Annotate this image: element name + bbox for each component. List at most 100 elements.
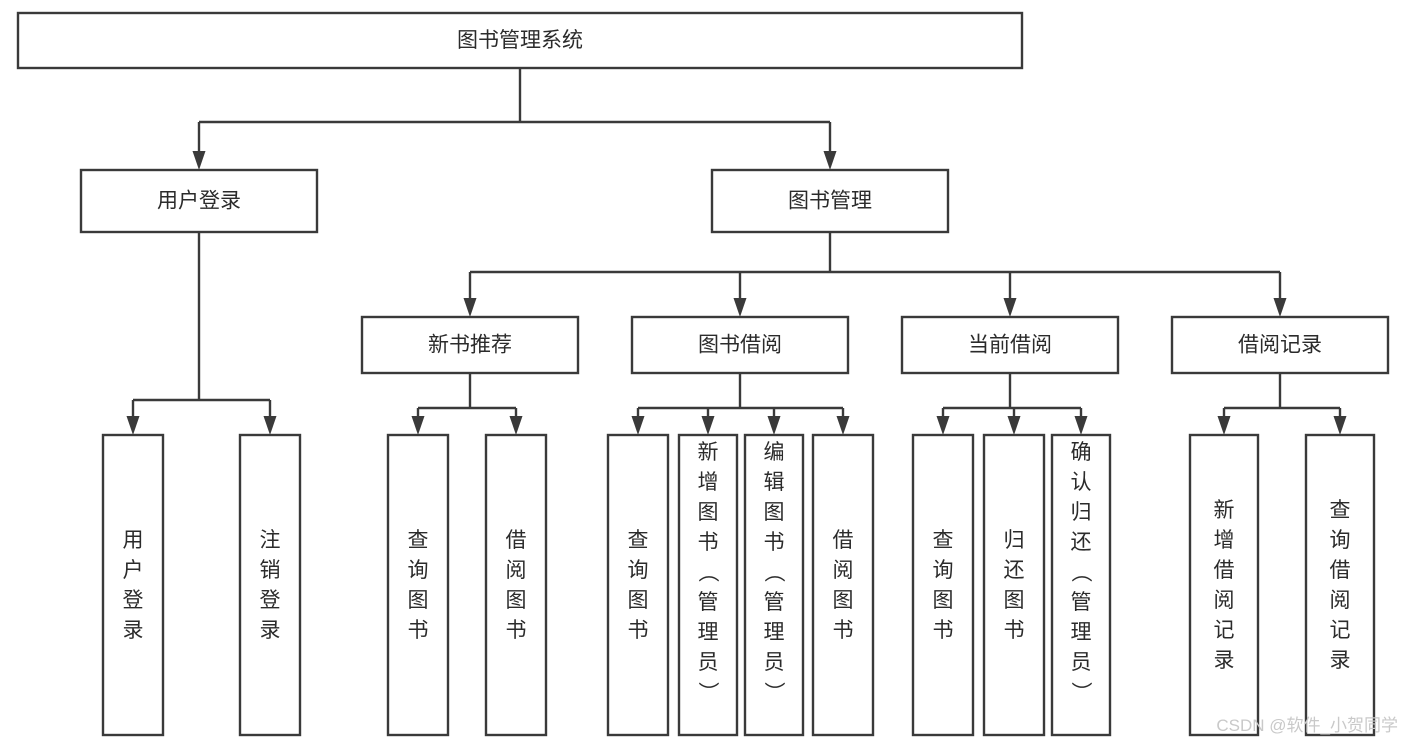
node-label-char: 书 bbox=[1004, 619, 1025, 642]
node-label-char: 增 bbox=[1214, 529, 1235, 552]
node-label-char: 询 bbox=[408, 559, 429, 582]
node-current-borrow[interactable]: 当前借阅 bbox=[900, 315, 1120, 375]
node-label-char: 书 bbox=[933, 619, 954, 642]
node-label-char: 员 bbox=[764, 651, 785, 674]
node-book-borrow[interactable]: 图书借阅 bbox=[630, 315, 850, 375]
node-label-char: 图 bbox=[1004, 589, 1025, 612]
node-label-char: 员 bbox=[1071, 651, 1092, 674]
node-label-char: 书 bbox=[628, 619, 649, 642]
node-label-char: 书 bbox=[506, 619, 527, 642]
node-box-leaf-add-book[interactable] bbox=[677, 433, 739, 737]
node-label-char: 书 bbox=[833, 619, 854, 642]
node-box-leaf-user-login[interactable] bbox=[101, 433, 165, 737]
node-box-leaf-return-book[interactable] bbox=[982, 433, 1046, 737]
node-label-char: 查 bbox=[933, 529, 954, 552]
node-label-char: 登 bbox=[123, 589, 144, 612]
node-borrow-record[interactable]: 借阅记录 bbox=[1170, 315, 1390, 375]
node-box-leaf-query-book-2[interactable] bbox=[606, 433, 670, 737]
node-label-char: 注 bbox=[260, 529, 281, 552]
node-box-leaf-query-book-3[interactable] bbox=[911, 433, 975, 737]
node-label-char: 户 bbox=[123, 559, 144, 582]
node-root[interactable]: 图书管理系统 bbox=[16, 11, 1024, 70]
node-label-char: 图 bbox=[408, 589, 429, 612]
node-box-leaf-logout-login[interactable] bbox=[238, 433, 302, 737]
node-label-char: 增 bbox=[698, 471, 719, 494]
node-label-char: 图 bbox=[506, 589, 527, 612]
node-label-char: 新 bbox=[1214, 499, 1235, 522]
node-box-leaf-query-borrow-record[interactable] bbox=[1304, 433, 1376, 737]
node-box-borrow-record[interactable] bbox=[1170, 315, 1390, 375]
node-label-book-borrow: 图书借阅 bbox=[698, 334, 782, 357]
node-label-char: ） bbox=[762, 682, 785, 703]
node-label-char: 理 bbox=[1071, 621, 1092, 644]
node-label-char: 记 bbox=[1214, 619, 1235, 642]
node-label-char: ） bbox=[696, 682, 719, 703]
node-book-management[interactable]: 图书管理 bbox=[710, 168, 950, 234]
node-box-book-management[interactable] bbox=[710, 168, 950, 234]
node-label-char: 记 bbox=[1330, 619, 1351, 642]
arrow-head-icon bbox=[192, 151, 206, 170]
node-box-user-login[interactable] bbox=[79, 168, 319, 234]
node-box-book-borrow[interactable] bbox=[630, 315, 850, 375]
node-label-char: 管 bbox=[698, 591, 719, 614]
node-box-current-borrow[interactable] bbox=[900, 315, 1120, 375]
node-label-borrow-record: 借阅记录 bbox=[1238, 334, 1322, 357]
node-label-char: 借 bbox=[833, 529, 854, 552]
node-leaf-user-login[interactable]: 用户登录 bbox=[101, 433, 165, 737]
node-box-leaf-confirm-return[interactable] bbox=[1050, 433, 1112, 737]
csdn-watermark: CSDN @软件_小贺同学 bbox=[1216, 716, 1398, 735]
node-new-book-recommend[interactable]: 新书推荐 bbox=[360, 315, 580, 375]
arrow-head-icon bbox=[1074, 416, 1088, 435]
node-label-char: 图 bbox=[833, 589, 854, 612]
node-label-char: 理 bbox=[764, 621, 785, 644]
node-box-leaf-query-book-1[interactable] bbox=[386, 433, 450, 737]
arrow-head-icon bbox=[631, 416, 645, 435]
node-box-leaf-borrow-book-1[interactable] bbox=[484, 433, 548, 737]
arrow-head-icon bbox=[463, 298, 477, 317]
node-box-leaf-add-borrow-record[interactable] bbox=[1188, 433, 1260, 737]
arrow-head-icon bbox=[263, 416, 277, 435]
node-label-char: 询 bbox=[933, 559, 954, 582]
node-box-root[interactable] bbox=[16, 11, 1024, 70]
node-label-char: 图 bbox=[764, 501, 785, 524]
node-label-char: 还 bbox=[1004, 559, 1025, 582]
watermark-layer: CSDN @软件_小贺同学 bbox=[1216, 716, 1398, 735]
node-label-char: 用 bbox=[123, 529, 144, 552]
node-label-char: 查 bbox=[1330, 499, 1351, 522]
arrow-head-icon bbox=[1007, 416, 1021, 435]
node-label-char: 管 bbox=[1071, 591, 1092, 614]
arrow-head-icon bbox=[411, 416, 425, 435]
node-box-new-book-recommend[interactable] bbox=[360, 315, 580, 375]
node-label-char: ） bbox=[1069, 682, 1092, 703]
node-box-leaf-borrow-book-2[interactable] bbox=[811, 433, 875, 737]
node-box-leaf-edit-book[interactable] bbox=[743, 433, 805, 737]
arrow-head-icon bbox=[1273, 298, 1287, 317]
node-label-char: 销 bbox=[260, 559, 281, 582]
node-label-char: （ bbox=[696, 562, 719, 583]
node-user-login[interactable]: 用户登录 bbox=[79, 168, 319, 234]
node-label-char: 录 bbox=[260, 619, 281, 642]
node-label-char: 录 bbox=[1214, 649, 1235, 672]
node-label-char: 书 bbox=[698, 531, 719, 554]
node-label-char: 阅 bbox=[1330, 589, 1351, 612]
node-label-book-management: 图书管理 bbox=[788, 190, 872, 213]
node-label-char: （ bbox=[1069, 562, 1092, 583]
arrow-head-icon bbox=[126, 416, 140, 435]
node-label-char: 录 bbox=[123, 619, 144, 642]
node-label-char: 图 bbox=[698, 501, 719, 524]
connector-layer bbox=[126, 68, 1347, 435]
